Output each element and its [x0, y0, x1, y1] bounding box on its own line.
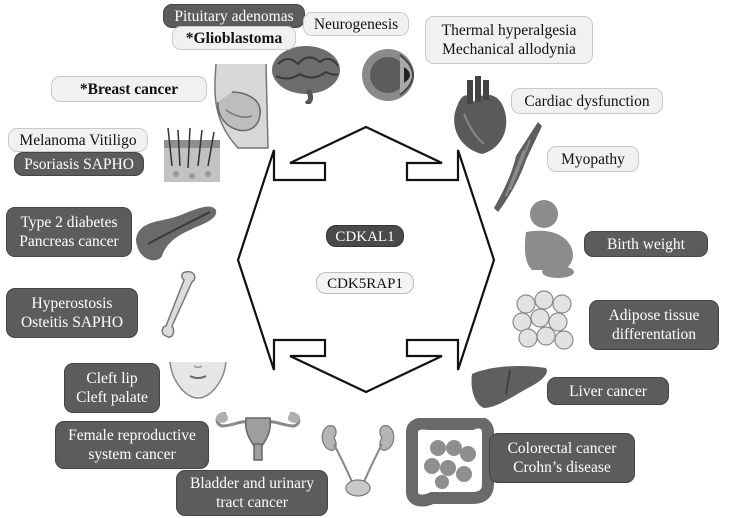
- uterus-icon: [215, 412, 301, 461]
- face-icon: [169, 362, 227, 399]
- label-cardiac-dysfunction: Cardiac dysfunction: [511, 88, 663, 114]
- label-liver-cancer: Liver cancer: [547, 377, 669, 405]
- label-birth-weight: Birth weight: [584, 231, 708, 257]
- muscle-icon: [494, 122, 542, 212]
- label-adipose-tissue: Adipose tissue differentation: [589, 300, 719, 350]
- label-psoriasis-sapho: Psoriasis SAPHO: [14, 152, 144, 176]
- heart-icon: [454, 76, 507, 154]
- skin-icon: [164, 127, 220, 182]
- label-bladder-urinary: Bladder and urinary tract cancer: [176, 470, 328, 516]
- brain-icon: [272, 46, 340, 104]
- liver-icon: [471, 366, 547, 408]
- label-pituitary-adenomas: Pituitary adenomas: [163, 4, 305, 28]
- kidney-icon: [321, 425, 395, 497]
- label-cleft-lip-palate: Cleft lip Cleft palate: [64, 363, 160, 413]
- intestine-icon: [406, 418, 494, 507]
- label-melanoma-vitiligo: Melanoma Vitiligo: [8, 128, 148, 152]
- label-myopathy: Myopathy: [547, 146, 639, 172]
- gene-cdkal1: CDKAL1: [326, 225, 404, 247]
- label-type2-pancreas: Type 2 diabetes Pancreas cancer: [6, 207, 132, 257]
- label-thermal-mechanical: Thermal hyperalgesia Mechanical allodyni…: [425, 16, 593, 64]
- breast-icon: [214, 63, 269, 149]
- adipose-icon: [512, 290, 574, 350]
- label-neurogenesis: Neurogenesis: [303, 12, 409, 36]
- gene-cdk5rap1: CDK5RAP1: [316, 272, 414, 294]
- label-glioblastoma: *Glioblastoma: [172, 26, 296, 50]
- label-female-reproductive: Female reproductive system cancer: [55, 421, 209, 469]
- label-breast-cancer: *Breast cancer: [51, 76, 207, 102]
- label-colorectal-crohns: Colorectal cancer Crohn’s disease: [489, 433, 635, 483]
- eye-icon: [362, 49, 414, 101]
- bone-icon: [161, 270, 196, 338]
- label-hyperostosis-osteitis: Hyperostosis Osteitis SAPHO: [6, 288, 138, 338]
- pancreas-icon: [136, 206, 217, 261]
- baby-icon: [524, 200, 574, 278]
